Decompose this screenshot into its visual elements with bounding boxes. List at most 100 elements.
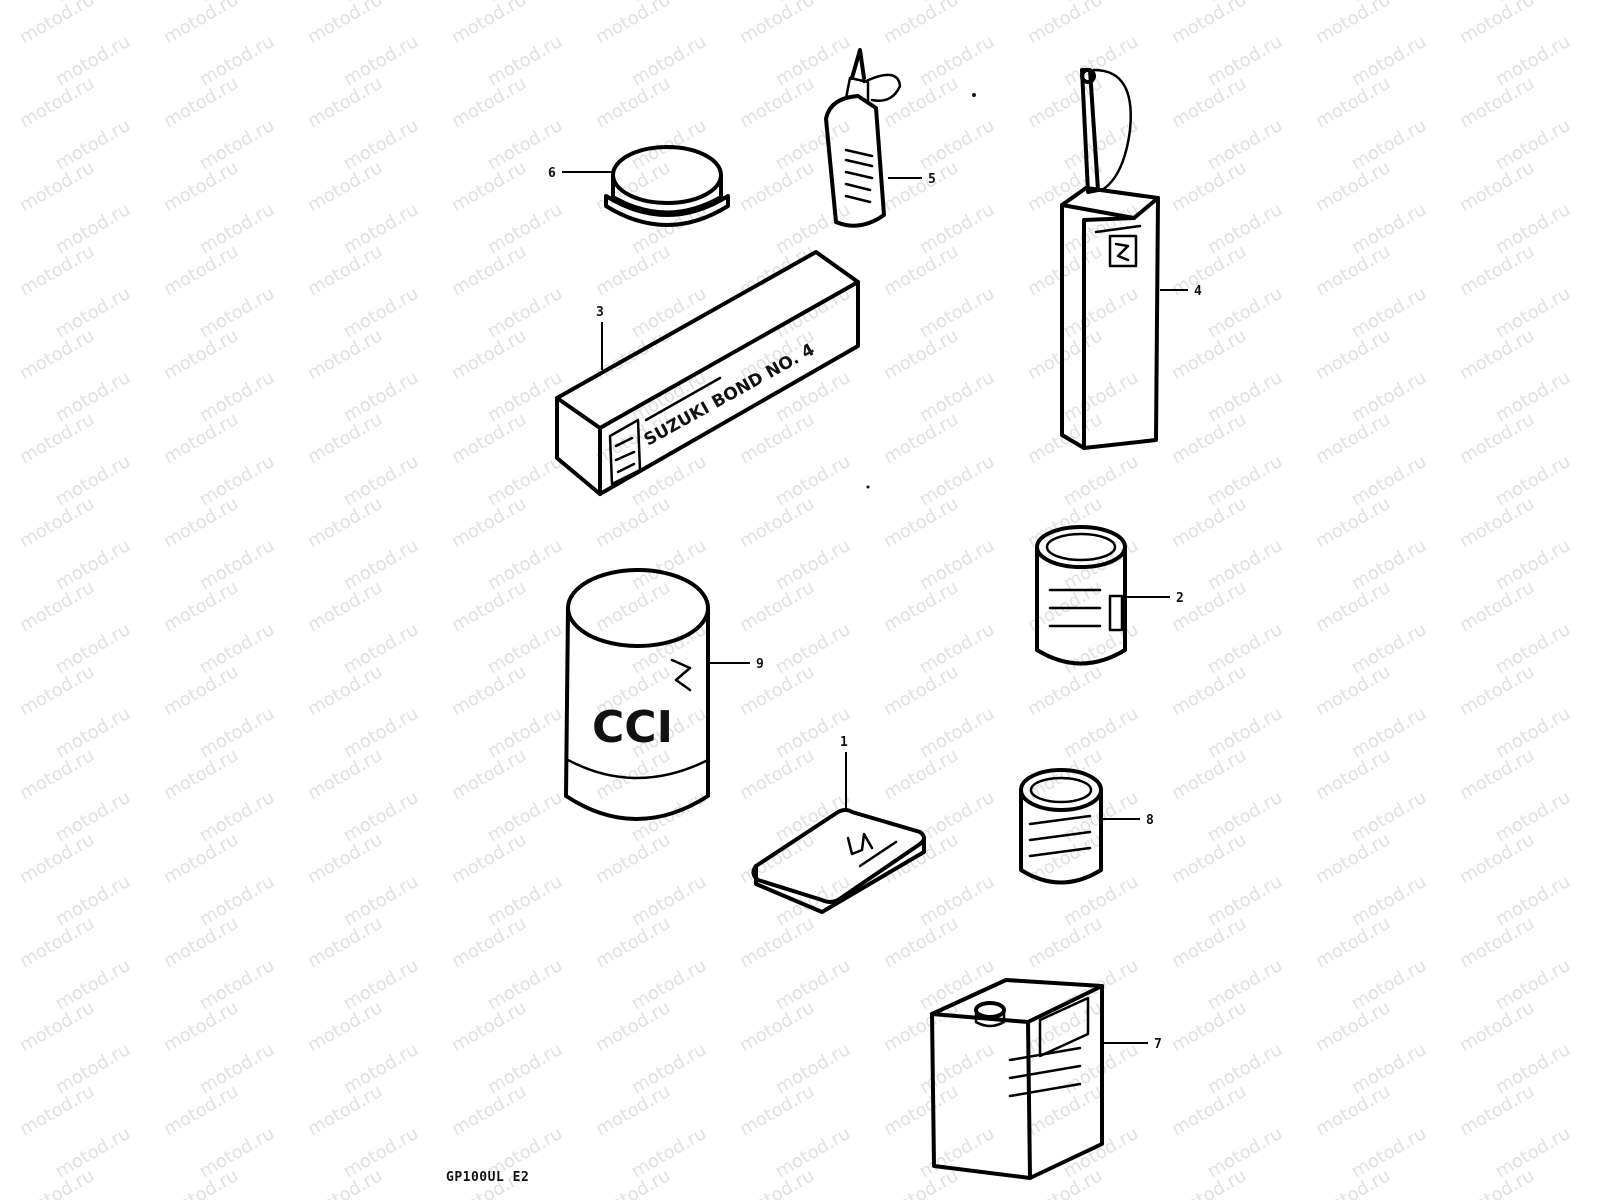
watermark-text: motod.ru [196, 31, 278, 90]
watermark-text: motod.ru [916, 31, 998, 90]
watermark-text: motod.ru [52, 1039, 134, 1098]
watermark-text: motod.ru [772, 199, 854, 258]
watermark-text: motod.ru [1060, 451, 1142, 510]
callout-1: 1 [840, 735, 848, 750]
watermark-text: motod.ru [1492, 199, 1574, 258]
watermark-text: motod.ru [1204, 1039, 1286, 1098]
watermark-text: motod.ru [340, 199, 422, 258]
callout-9: 9 [756, 657, 764, 672]
watermark-text: motod.ru [340, 955, 422, 1014]
watermark-text: motod.ru [52, 535, 134, 594]
watermark-text: motod.ru [1492, 955, 1574, 1014]
watermark-text: motod.ru [340, 871, 422, 930]
watermark-text: motod.ru [304, 0, 386, 48]
watermark-text: motod.ru [1204, 451, 1286, 510]
watermark-text: motod.ru [340, 283, 422, 342]
watermark-text: motod.ru [484, 1039, 566, 1098]
watermark-text: motod.ru [772, 451, 854, 510]
watermark-text: motod.ru [916, 1039, 998, 1098]
watermark-text: motod.ru [16, 0, 98, 48]
watermark-text: motod.ru [52, 367, 134, 426]
watermark-text: motod.ru [1312, 0, 1394, 48]
watermark-text: motod.ru [340, 535, 422, 594]
watermark-text: motod.ru [52, 451, 134, 510]
watermark-text: motod.ru [52, 283, 134, 342]
watermark-text: motod.ru [196, 703, 278, 762]
callout-4: 4 [1194, 284, 1202, 299]
watermark-text: motod.ru [1492, 115, 1574, 174]
watermark-text: motod.ru [1348, 787, 1430, 846]
watermark-text: motod.ru [1492, 367, 1574, 426]
watermark-text: motod.ru [1348, 1123, 1430, 1182]
watermark-text: motod.ru [628, 1123, 710, 1182]
watermark-text: motod.ru [772, 31, 854, 90]
watermark-text: motod.ru [1348, 31, 1430, 90]
watermark-text: motod.ru [1204, 1123, 1286, 1182]
watermark-text: motod.ru [484, 535, 566, 594]
watermark-text: motod.ru [916, 367, 998, 426]
watermark-text: motod.ru [1348, 451, 1430, 510]
watermark-text: motod.ru [1204, 871, 1286, 930]
callout-6: 6 [548, 166, 556, 181]
part-7-oil-tin: 7 [930, 978, 1162, 1180]
watermark-text: motod.ru [340, 1039, 422, 1098]
watermark-text: motod.ru [52, 115, 134, 174]
watermark-text: motod.ru [340, 1123, 422, 1182]
watermark-text: motod.ru [196, 199, 278, 258]
watermark-text: motod.ru [1168, 0, 1250, 48]
watermark-text: motod.ru [1060, 703, 1142, 762]
watermark-text: motod.ru [1060, 619, 1142, 678]
watermark-text: motod.ru [1060, 31, 1142, 90]
watermark-text: motod.ru [340, 703, 422, 762]
watermark-text: motod.ru [916, 703, 998, 762]
watermark-text: motod.ru [772, 703, 854, 762]
watermark-text: motod.ru [628, 1039, 710, 1098]
watermark-text: motod.ru [196, 535, 278, 594]
watermark-text: motod.ru [772, 535, 854, 594]
watermark-text: motod.ru [340, 367, 422, 426]
watermark-text: motod.ru [1492, 703, 1574, 762]
watermark-text: motod.ru [484, 787, 566, 846]
watermark-text: motod.ru [196, 619, 278, 678]
watermark-text: motod.ru [1492, 1039, 1574, 1098]
watermark-text: motod.ru [52, 787, 134, 846]
watermark-text: motod.ru [196, 283, 278, 342]
watermark-text: motod.ru [52, 199, 134, 258]
part-1-pad: 1 [751, 735, 926, 914]
watermark-text: motod.ru [52, 1123, 134, 1182]
watermark-text: motod.ru [1204, 619, 1286, 678]
watermark-text: motod.ru [1348, 619, 1430, 678]
watermark-text: motod.ru [196, 871, 278, 930]
watermark-text: motod.ru [1348, 1039, 1430, 1098]
watermark-text: motod.ru [52, 619, 134, 678]
watermark-text: motod.ru [340, 115, 422, 174]
watermark-text: motod.ru [1060, 367, 1142, 426]
watermark-text: motod.ru [628, 115, 710, 174]
watermark-text: motod.ru [1204, 115, 1286, 174]
watermark-text: motod.ru [916, 787, 998, 846]
part-8-small-tin: 8 [1019, 768, 1154, 885]
watermark-text: motod.ru [1348, 955, 1430, 1014]
watermark-text: motod.ru [1348, 367, 1430, 426]
watermark-text: motod.ru [772, 955, 854, 1014]
scan-dot [972, 93, 976, 97]
watermark-text: motod.ru [1024, 0, 1106, 48]
grease-can-label: CCI [592, 702, 673, 753]
part-9-grease-can: CCI 9 [564, 568, 764, 821]
watermark-text: motod.ru [340, 451, 422, 510]
watermark-text: motod.ru [160, 0, 242, 48]
watermark-text: motod.ru [1348, 871, 1430, 930]
watermark-text: motod.ru [52, 955, 134, 1014]
watermark-text: motod.ru [1348, 535, 1430, 594]
watermark-text: motod.ru [484, 451, 566, 510]
watermark-text: motod.ru [484, 955, 566, 1014]
watermark-text: motod.ru [916, 283, 998, 342]
watermark-text: motod.ru [340, 619, 422, 678]
watermark-text: motod.ru [880, 0, 962, 48]
watermark-text: motod.ru [916, 535, 998, 594]
watermark-text: motod.ru [592, 0, 674, 48]
watermark-text: motod.ru [196, 1123, 278, 1182]
